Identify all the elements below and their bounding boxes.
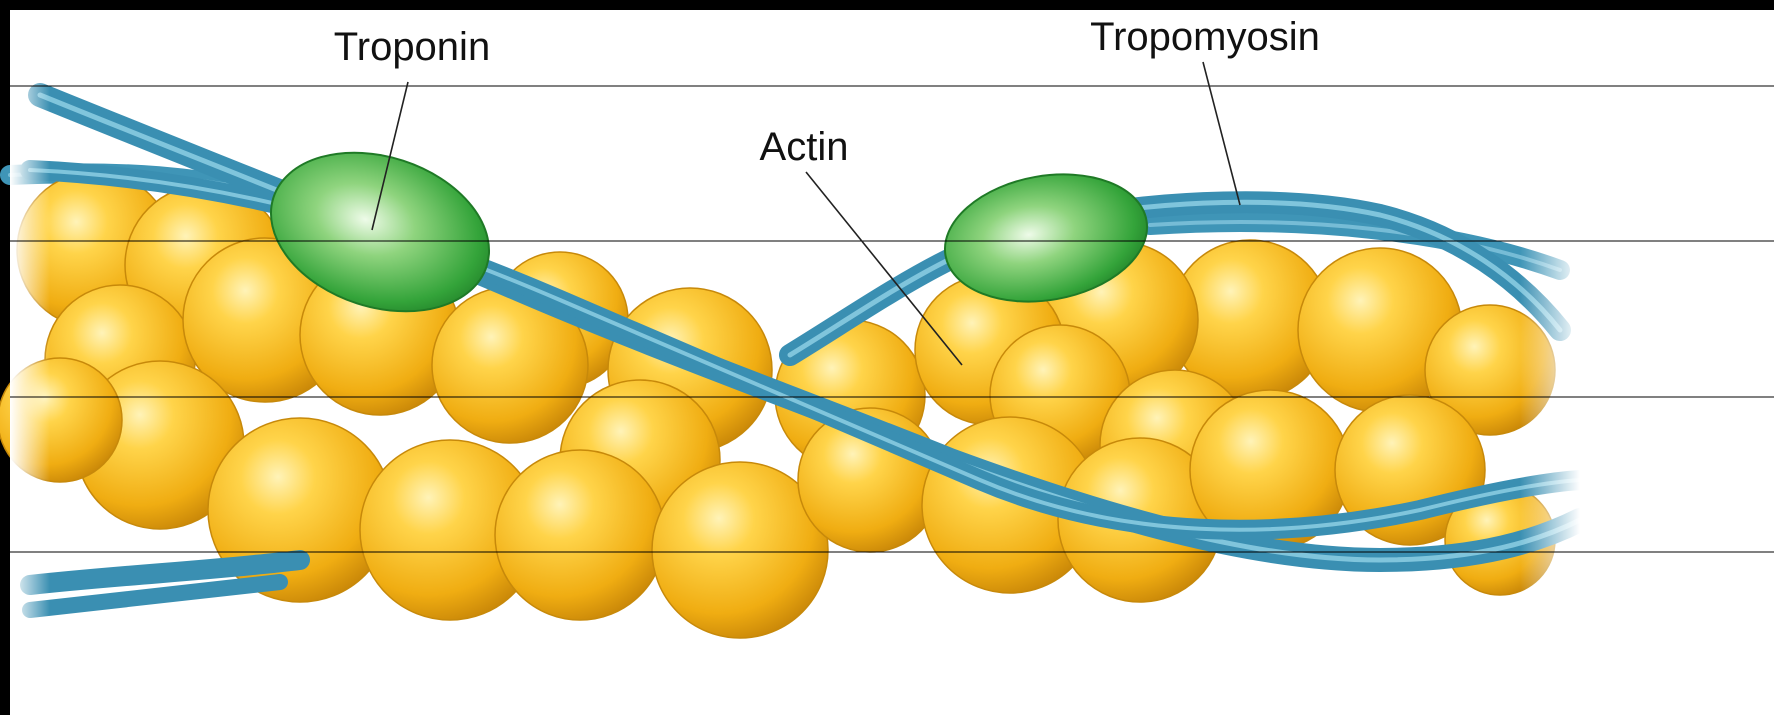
tropomyosin-leader (1203, 62, 1240, 205)
right-margin (1580, 10, 1774, 715)
actin-label: Actin (760, 125, 849, 169)
actin-icon (495, 450, 665, 620)
tropomyosin-label: Tropomyosin (1090, 15, 1320, 59)
fade-right (1520, 80, 1580, 640)
fade-left (10, 80, 50, 640)
troponin-label: Troponin (334, 25, 490, 69)
